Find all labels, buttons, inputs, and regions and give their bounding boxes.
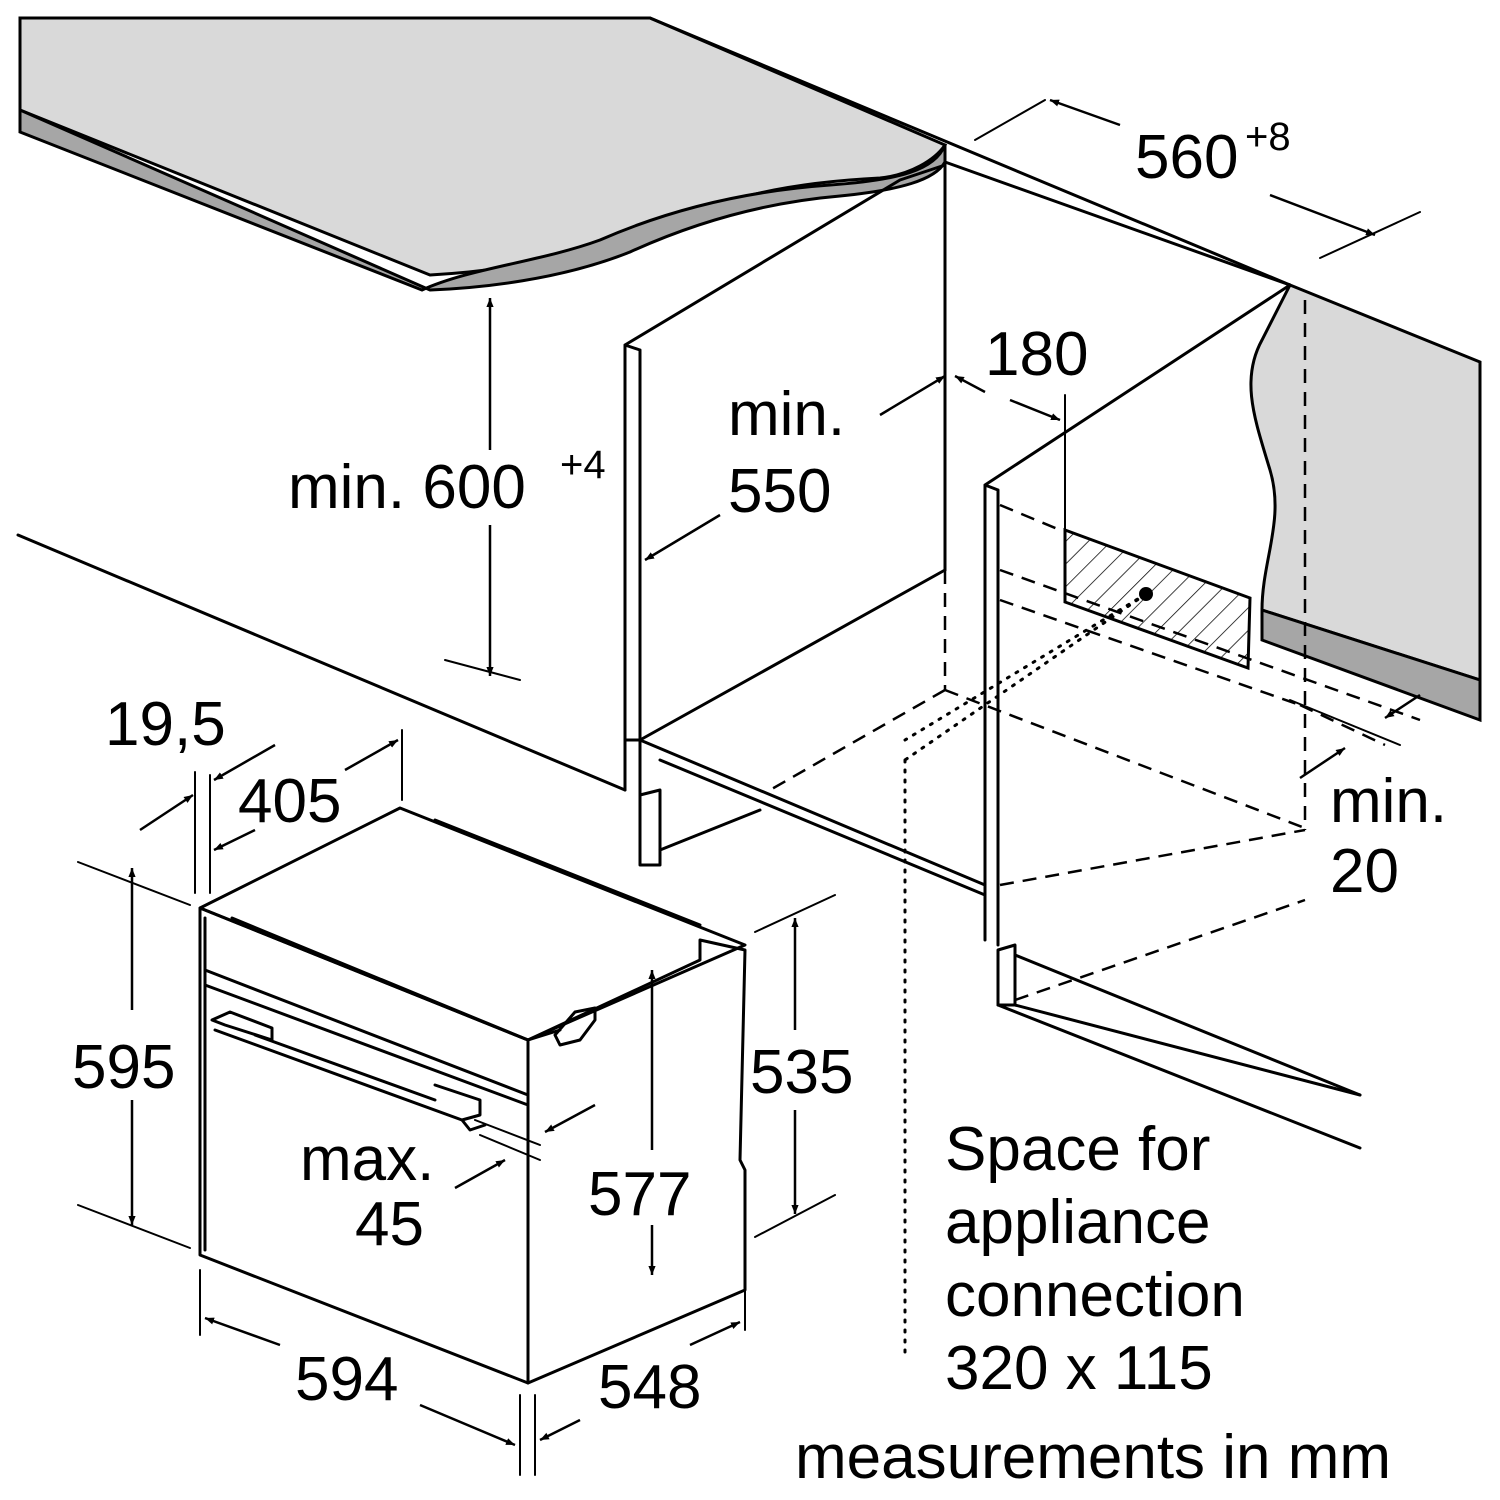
label-depth-min-2: 550 — [728, 457, 831, 526]
oven-side-hook — [553, 1006, 597, 1047]
label-handle-2: 45 — [355, 1190, 424, 1259]
label-connection-4: 320 x 115 — [945, 1334, 1213, 1403]
worktop — [18, 16, 948, 292]
label-connection-3: connection — [945, 1261, 1245, 1330]
oven-handle — [210, 1010, 487, 1132]
label-height-total: 595 — [72, 1033, 175, 1102]
connection-area — [903, 527, 1252, 1362]
label-width: 594 — [295, 1345, 398, 1414]
label-connection-2: appliance — [945, 1188, 1210, 1257]
worktop-right-face — [1249, 283, 1482, 683]
dimension-labels: 560 +8 min. 600 +4 min. 550 180 min. 20 … — [72, 115, 1447, 1492]
label-connection-1: Space for — [945, 1115, 1210, 1184]
label-height-body: 535 — [750, 1038, 853, 1107]
label-front-gap-2: 20 — [1330, 837, 1399, 906]
label-depth-min-1: min. — [728, 380, 845, 449]
worktop-right — [1249, 283, 1482, 723]
units-note: measurements in mm — [795, 1423, 1391, 1492]
label-depth: 548 — [598, 1353, 701, 1422]
oven — [198, 806, 747, 1385]
label-front-gap-1: min. — [1330, 767, 1447, 836]
label-rear-gap: 180 — [985, 320, 1088, 389]
cabinet-niche — [16, 16, 1362, 1150]
label-niche-height-tol: +4 — [560, 443, 606, 487]
dimension-lines — [77, 98, 1421, 1476]
label-height-inner: 577 — [588, 1160, 691, 1229]
label-niche-height: min. 600 — [288, 453, 526, 522]
worktop-right-edge — [1260, 607, 1482, 723]
label-frame-thickness: 19,5 — [105, 690, 226, 759]
label-niche-width-tol: +8 — [1245, 115, 1291, 159]
label-handle-1: max. — [300, 1125, 434, 1194]
label-niche-width: 560 — [1135, 123, 1238, 192]
label-frame-depth: 405 — [238, 767, 341, 836]
connection-socket — [1063, 527, 1252, 671]
